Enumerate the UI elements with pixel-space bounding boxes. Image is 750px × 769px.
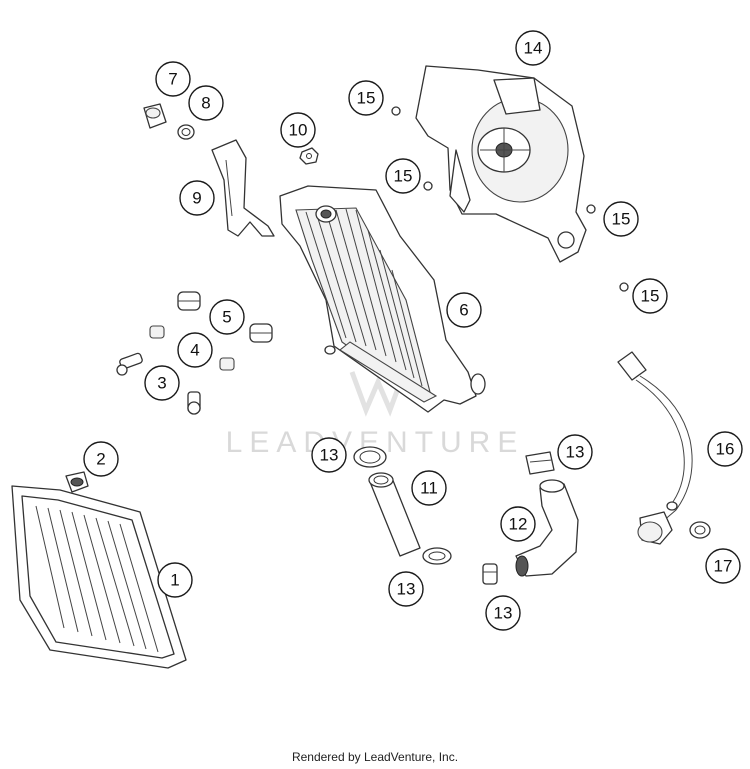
svg-text:4: 4: [190, 341, 199, 360]
part-rubber-mount-1: [177, 291, 201, 311]
svg-text:14: 14: [524, 39, 543, 58]
callout-15b: 15: [385, 158, 421, 194]
part-bracket: [211, 139, 275, 237]
part-screw-2: [423, 181, 433, 191]
svg-text:16: 16: [716, 440, 735, 459]
callout-11: 11: [411, 470, 447, 506]
part-radiator-grille: [11, 485, 187, 669]
svg-text:13: 13: [566, 443, 585, 462]
svg-text:8: 8: [201, 94, 210, 113]
svg-text:15: 15: [641, 287, 660, 306]
part-rubber-mount-2: [249, 323, 273, 343]
callout-12: 12: [500, 506, 536, 542]
callout-15d: 15: [632, 278, 668, 314]
part-fan-assembly: [415, 65, 587, 263]
part-screw-1: [391, 106, 401, 116]
part-cap: [143, 103, 167, 129]
callout-10: 10: [280, 112, 316, 148]
callout-16: 16: [707, 431, 743, 467]
part-radiator: [279, 185, 486, 413]
part-sleeve-2: [219, 357, 235, 371]
callout-13a: 13: [311, 437, 347, 473]
svg-text:15: 15: [357, 89, 376, 108]
part-nut: [299, 147, 319, 165]
callout-9: 9: [179, 180, 215, 216]
svg-text:3: 3: [157, 374, 166, 393]
callout-3: 3: [144, 365, 180, 401]
svg-text:15: 15: [394, 167, 413, 186]
callout-5: 5: [209, 299, 245, 335]
svg-text:10: 10: [289, 121, 308, 140]
svg-text:11: 11: [420, 479, 438, 498]
callout-7: 7: [155, 61, 191, 97]
part-bolt-left: [116, 352, 143, 376]
callout-6: 6: [446, 292, 482, 328]
part-bent-hose: [515, 479, 579, 577]
callout-2: 2: [83, 441, 119, 477]
callout-14: 14: [515, 30, 551, 66]
part-sensor-cable: [617, 351, 693, 545]
svg-text:5: 5: [222, 308, 231, 327]
callout-4: 4: [177, 332, 213, 368]
svg-text:13: 13: [494, 604, 513, 623]
callout-15c: 15: [603, 201, 639, 237]
callout-13d: 13: [485, 595, 521, 631]
callout-1: 1: [157, 562, 193, 598]
svg-text:9: 9: [192, 189, 201, 208]
callout-13c: 13: [388, 571, 424, 607]
part-o-ring: [177, 124, 195, 140]
part-washer: [689, 521, 711, 539]
callout-13b: 13: [557, 434, 593, 470]
svg-text:17: 17: [714, 557, 733, 576]
part-screw-3: [586, 204, 596, 214]
part-clamp-4: [482, 563, 498, 585]
svg-text:12: 12: [509, 515, 528, 534]
footer-credit: Rendered by LeadVenture, Inc.: [291, 750, 459, 764]
svg-text:13: 13: [320, 446, 339, 465]
part-clamp-2: [525, 451, 555, 475]
callout-8: 8: [188, 85, 224, 121]
part-grommet: [65, 471, 89, 493]
svg-text:1: 1: [170, 571, 179, 590]
svg-text:13: 13: [397, 580, 416, 599]
svg-text:7: 7: [168, 70, 177, 89]
part-screw-4: [619, 282, 629, 292]
callout-15a: 15: [348, 80, 384, 116]
part-sleeve-1: [149, 325, 165, 339]
svg-text:2: 2: [96, 450, 105, 469]
svg-text:15: 15: [612, 210, 631, 229]
part-straight-hose: [368, 472, 421, 557]
part-clamp-3: [422, 547, 452, 565]
part-bolt-bottom: [187, 391, 201, 415]
callout-17: 17: [705, 548, 741, 584]
part-clamp-1: [353, 446, 387, 468]
svg-text:6: 6: [459, 301, 468, 320]
